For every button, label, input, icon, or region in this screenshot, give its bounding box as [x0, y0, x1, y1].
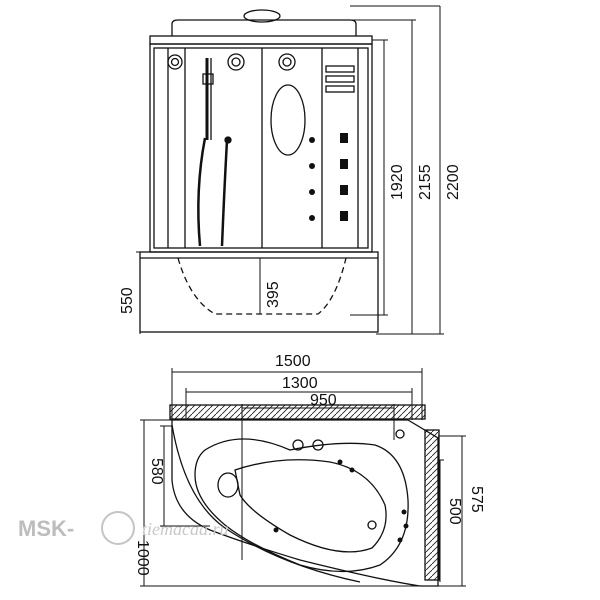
watermark-site: tiemacaa.ru: [142, 519, 228, 539]
dim-580: 580: [148, 458, 165, 485]
bath-tray: [139, 251, 379, 333]
dim-1500: 1500: [275, 353, 311, 370]
dim-575: 575: [468, 486, 485, 513]
elevation-dimension-labels: 2200 2155 1920 550 395: [119, 164, 462, 314]
tub-hidden-outline: [177, 257, 347, 315]
valve-knob-icon: [167, 54, 183, 70]
faucet-icon: [292, 439, 304, 451]
valve-knob-icon: [227, 53, 245, 71]
cabin-frame: [149, 43, 373, 253]
tub-jets: [273, 459, 409, 543]
front-elevation-view: [139, 9, 379, 333]
shower-hose: [197, 137, 207, 247]
plan-dimension-labels: 1500 1300 950 1000 580 575 500: [134, 353, 485, 576]
back-wall-hatch: [169, 404, 426, 420]
valve-knob-icon: [278, 53, 296, 71]
plan-dimensions: [140, 368, 466, 587]
dim-500: 500: [446, 498, 463, 525]
dim-950: 950: [310, 392, 337, 409]
side-wall-hatch: [424, 429, 440, 581]
dim-2200: 2200: [445, 164, 462, 200]
dim-1000: 1000: [134, 540, 151, 576]
dim-1920: 1920: [389, 164, 406, 200]
dim-1300: 1300: [282, 375, 318, 392]
drain-icon: [367, 520, 377, 530]
watermark-logo-icon: [101, 511, 135, 545]
dim-550: 550: [119, 287, 136, 314]
dim-2155: 2155: [417, 164, 434, 200]
cabin-outline: [171, 419, 439, 587]
plan-view: [169, 404, 440, 587]
watermark-brand: MSK-: [18, 516, 74, 541]
watermark: MSK- tiemacaa.ru: [18, 511, 228, 545]
bathtub-outline: [194, 438, 409, 573]
headrest-icon: [217, 472, 239, 498]
side-jets: [309, 133, 348, 221]
dim-395: 395: [265, 281, 282, 308]
roof-light-icon: [243, 9, 281, 23]
bathtub-inner: [234, 459, 387, 553]
mirror-oval: [270, 84, 306, 156]
elevation-dimensions: [136, 5, 444, 335]
